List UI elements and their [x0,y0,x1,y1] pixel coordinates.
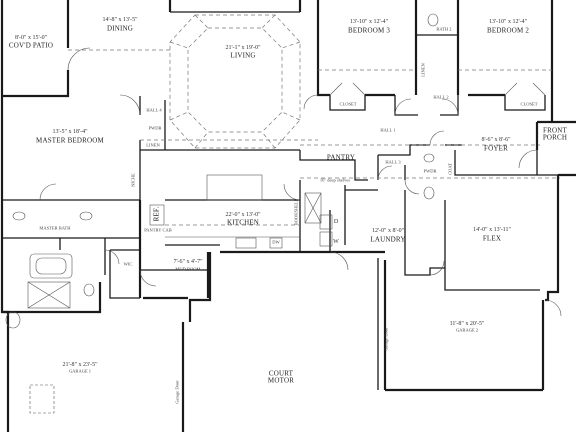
kitchen-label: KITCHEN [226,218,260,227]
dryer-label: D [333,218,339,225]
bedroom3-dims: 13'-10" x 12'-4" [349,18,389,25]
hall3-label: HALL 3 [385,159,401,165]
linen-hall2-label: LINEN [420,63,426,77]
niche-label: NICHE [130,173,136,187]
bath2-label: BATH 2 [436,26,452,32]
pantry-label: PANTRY [326,153,356,162]
fixtures-and-doors [5,13,562,414]
laundry-dims: 12'-0" x 8'-0" [371,227,405,234]
mud-room-dims: 7'-6" x 4'-7" [173,258,203,265]
ceiling-lines [68,14,560,226]
hall1-label: HALL 1 [380,127,396,133]
bedroom3-label: BEDROOM 3 [347,26,391,35]
dining-label: DINING [106,24,134,33]
master-bath-label: MASTER BATH [39,225,71,231]
closet-left-label: CLOSET [339,101,357,107]
hall2-label: HALL 2 [433,94,449,100]
garage2-label: GARAGE 2 [455,327,479,333]
laundry-label: LAUNDRY [370,235,406,244]
garage2-dims: 11'-8" x 20'-5" [449,320,485,327]
range-cooktop [304,192,322,224]
bookshelf-label: BOOKSHELF [293,198,299,226]
dw-label: DW [272,239,280,245]
kitchen-dims: 22'-0" x 13'-0" [225,211,261,218]
dishwasher [269,237,283,249]
dining-dims: 14'-8" x 13'-5" [102,16,138,23]
linen-master-label: LINEN [146,142,160,148]
garage1-label: GARAGE 1 [68,368,92,374]
bedroom2-dims: 13'-10" x 12'-4" [488,18,528,25]
washer-label: W [333,238,339,245]
front-porch-label: FRONT PORCH [542,126,568,142]
foyer-dims: 8'-6" x 8'-6" [481,136,511,143]
bathtub [29,253,73,279]
deep-shelves-label: 16" deep shelves [319,177,351,183]
mud-room-label: MUD ROOM [175,266,201,272]
kitchen-sink [235,237,257,249]
hall4-label: HALL 4 [146,107,162,113]
flex-label: FLEX [482,234,502,243]
garage-door-left-label: Garage Door [174,380,180,404]
pwdr-label: PWDR [423,168,437,174]
master-bedroom-label: MASTER BEDROOM [36,136,104,145]
master-bedroom-dims: 13'-5" x 18'-4" [52,128,88,135]
living-dims: 21'-1" x 19'-0" [225,44,261,51]
garage-door-right-label: Garage Door [383,327,389,351]
garage1-dims: 21'-8" x 23'-5" [62,361,98,368]
coat-label: COAT [447,163,453,175]
court-motor-label: COURT MOTOR [267,369,295,385]
wic-label: WIC [123,261,133,267]
pantry-cab-label: PANTRY CAB [144,227,172,233]
covd-patio-label: COV'D PATIO [8,41,54,50]
flex-dims: 14'-0" x 13'-11" [473,226,511,233]
pwdr-cab-label: PWDR [148,125,162,131]
living-label: LIVING [230,51,256,60]
kitchen-island [206,174,263,201]
covd-patio-dims: 8'-0" x 15'-0" [14,34,48,41]
fridge-label: REF. [152,206,161,222]
closet-right-label: CLOSET [520,101,538,107]
bedroom2-label: BEDROOM 2 [486,26,530,35]
foyer-label: FOYER [484,144,508,153]
